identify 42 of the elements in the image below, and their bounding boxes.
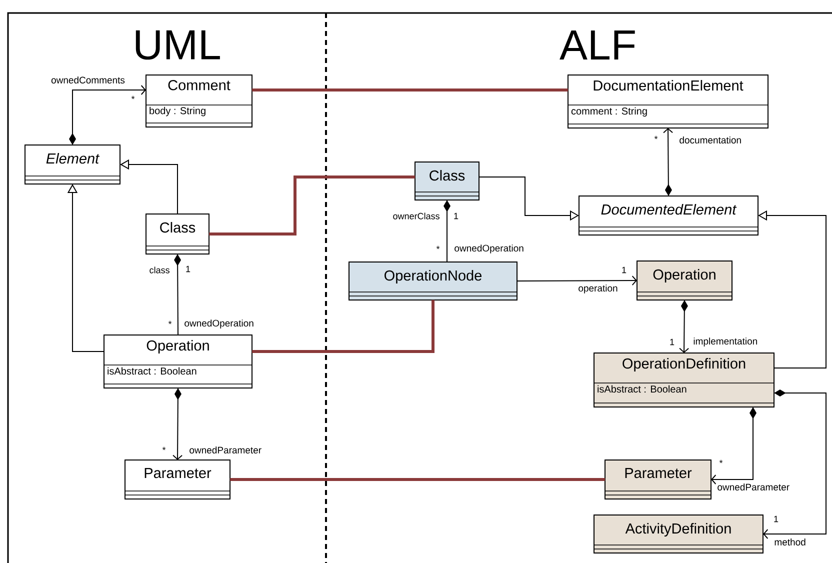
edge-label: ownedParameter xyxy=(188,446,263,454)
class-box: Element xyxy=(24,144,120,184)
association-arrow xyxy=(763,390,826,539)
multiplicity: 1 xyxy=(774,516,778,522)
multiplicity: 1 xyxy=(622,266,626,274)
multiplicity: * xyxy=(162,446,166,450)
edge-label: ownedParameter xyxy=(716,482,791,492)
association-arrow xyxy=(516,276,637,286)
association-arrow xyxy=(663,128,674,196)
association-line xyxy=(252,88,568,92)
multiplicity: * xyxy=(131,96,135,100)
class-box: OperationDefinition isAbstract : Boolean xyxy=(594,352,774,408)
edge-label: documentation xyxy=(678,136,743,144)
multiplicity: 1 xyxy=(454,212,458,220)
edge-label: implementation xyxy=(692,336,759,348)
multiplicity: * xyxy=(168,320,172,324)
multiplicity: * xyxy=(719,460,723,464)
class-box: Comment body : String xyxy=(146,74,252,128)
association-line xyxy=(252,300,434,353)
multiplicity: 1 xyxy=(186,266,190,272)
class-box: Parameter xyxy=(604,460,712,500)
association-line xyxy=(230,478,605,481)
class-box: DocumentedElement xyxy=(578,196,758,236)
edge-label: method xyxy=(773,538,807,546)
class-box: OperationNode xyxy=(348,262,518,300)
edge-label: operation xyxy=(577,284,619,294)
class-box: Class xyxy=(146,214,210,254)
edge-label: ownedOperation xyxy=(453,244,525,254)
heading: ALF xyxy=(560,30,635,60)
role-name: class xyxy=(150,266,170,274)
association-line xyxy=(209,176,415,236)
heading: UML xyxy=(136,30,220,60)
role-name: ownerClass xyxy=(393,212,440,220)
class-box: Parameter xyxy=(124,460,230,500)
class-box: Operation isAbstract : Boolean xyxy=(104,334,252,388)
class-box: Class xyxy=(414,162,480,200)
class-box: DocumentationElement comment : String xyxy=(568,74,768,128)
edge-label: ownedOperation xyxy=(183,318,255,330)
class-box: ActivityDefinition xyxy=(594,514,764,554)
edge-label: ownedComments xyxy=(50,76,126,84)
class-box: Operation xyxy=(636,260,732,300)
multiplicity: * xyxy=(436,246,440,250)
